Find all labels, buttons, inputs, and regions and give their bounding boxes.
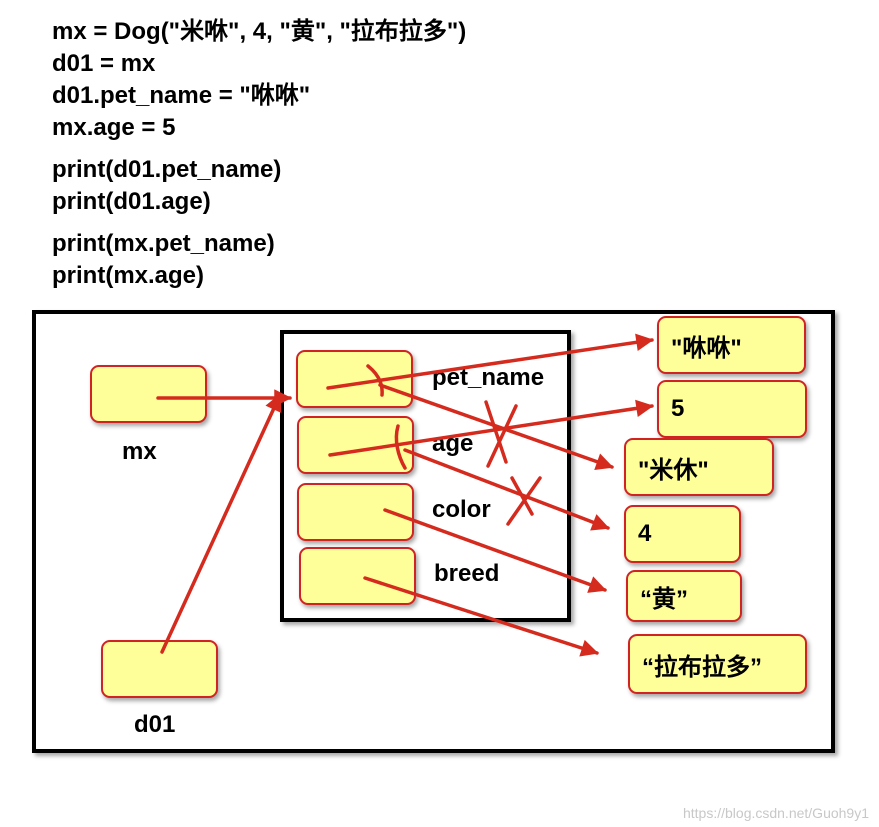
color-slot: [297, 483, 414, 541]
value-box-huang: “黄”: [626, 570, 742, 622]
breed-slot: [299, 547, 416, 605]
value-box-four: 4: [624, 505, 741, 563]
attribute-label-color: color: [432, 496, 491, 523]
code-line: mx.age = 5: [52, 114, 176, 141]
code-line: print(mx.age): [52, 262, 205, 289]
code-line: d01 = mx: [52, 50, 156, 77]
code-block-print-d01: print(d01.pet_name) print(d01.age): [52, 154, 281, 218]
d01-variable-box: [101, 640, 218, 698]
value-box-mixiu: "米休": [624, 438, 774, 496]
d01-label: d01: [134, 711, 176, 738]
code-line: d01.pet_name = "咻咻": [52, 82, 311, 109]
attribute-label-age: age: [432, 430, 474, 457]
code-line: print(d01.age): [52, 188, 211, 215]
code-line: print(mx.pet_name): [52, 230, 275, 257]
age-slot: [297, 416, 414, 474]
code-line: mx = Dog("米咻", 4, "黄", "拉布拉多"): [52, 18, 467, 45]
code-block-print-mx: print(mx.pet_name) print(mx.age): [52, 228, 275, 292]
attribute-label-pet-name: pet_name: [432, 364, 545, 391]
memory-diagram-frame: [32, 310, 835, 753]
value-box-five: 5: [657, 380, 807, 438]
value-box-labrador: “拉布拉多”: [628, 634, 807, 694]
code-block-assignments: mx = Dog("米咻", 4, "黄", "拉布拉多") d01 = mx d0…: [52, 16, 466, 144]
pet-name-slot: [296, 350, 413, 408]
watermark: https://blog.csdn.net/Guoh9y1: [682, 805, 869, 821]
code-line: print(d01.pet_name): [52, 156, 282, 183]
mx-variable-box: [90, 365, 207, 423]
attribute-label-breed: breed: [434, 560, 500, 587]
value-box-xiuxiu: "咻咻": [657, 316, 806, 374]
mx-label: mx: [122, 438, 157, 465]
